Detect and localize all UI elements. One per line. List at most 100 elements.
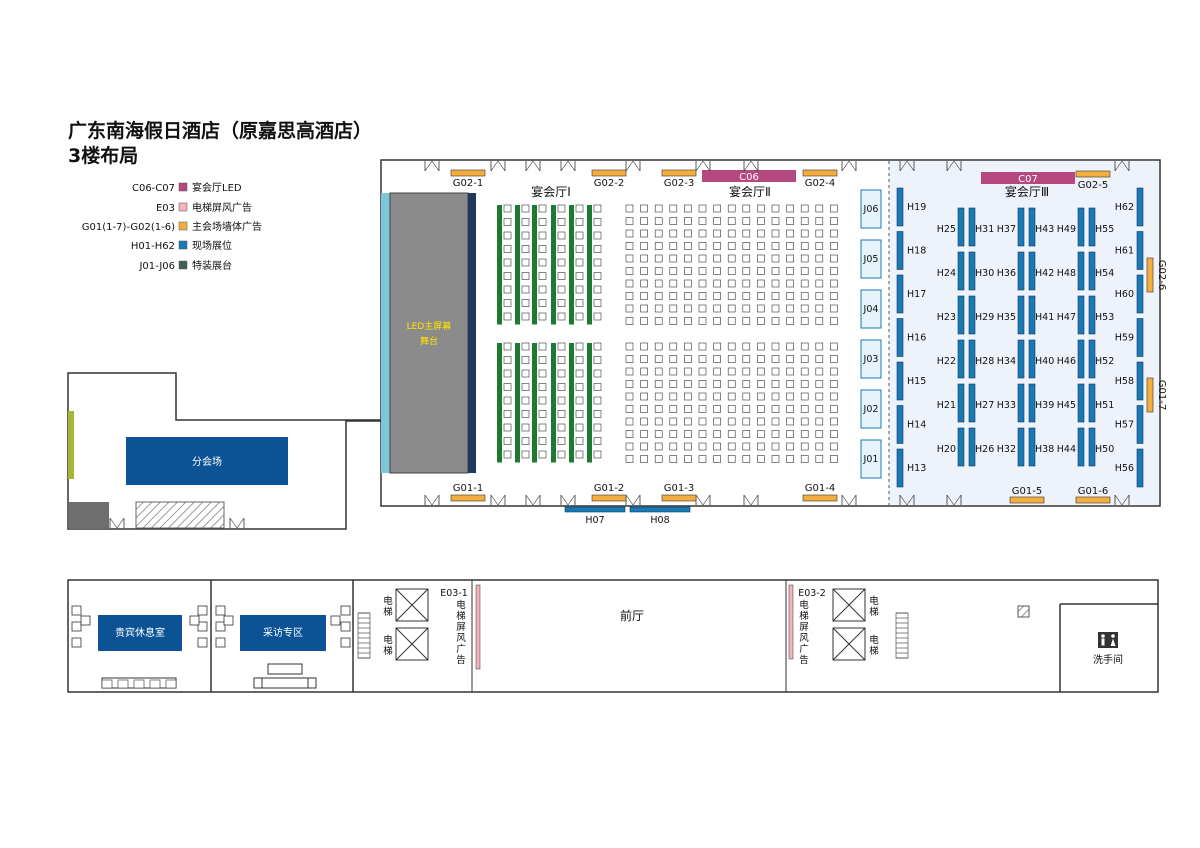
chair: [215, 621, 226, 632]
sofa-arm: [307, 677, 317, 689]
booth-H19: [896, 187, 904, 227]
seat: [742, 405, 751, 413]
door: [424, 494, 440, 506]
seat: [684, 392, 692, 401]
seat: [503, 342, 512, 351]
seat: [727, 342, 736, 351]
seat: [800, 355, 809, 363]
seat: [593, 369, 602, 378]
seat: [640, 229, 648, 238]
seat: [830, 455, 838, 463]
special-stand-label-J03: J03: [863, 354, 879, 365]
seat: [625, 392, 634, 401]
elevator-label: 梯: [383, 606, 393, 618]
seat: [503, 369, 512, 378]
booth-H53: [1088, 295, 1096, 335]
vip-room-label: 贵宾休息室: [115, 626, 165, 639]
seat: [625, 367, 634, 376]
seat: [713, 254, 721, 263]
seat: [742, 267, 751, 275]
booth-H13: [896, 448, 904, 488]
seat: [713, 304, 721, 313]
seat: [521, 312, 530, 321]
special-stand-J04: [860, 289, 882, 329]
seat: [625, 405, 634, 413]
booth-H50: [1088, 427, 1096, 467]
chair: [71, 637, 82, 648]
seat: [593, 285, 602, 294]
seat: [521, 423, 530, 432]
seat: [771, 455, 780, 463]
seat: [757, 242, 765, 250]
booth-label-H24: H24: [937, 268, 956, 279]
elevator-label: 梯: [869, 606, 879, 618]
elevator-label: 电: [383, 595, 393, 607]
door: [899, 494, 915, 506]
special-stand-label-J02: J02: [863, 404, 879, 415]
seat: [830, 367, 838, 376]
seat: [771, 292, 780, 300]
seat: [727, 254, 736, 263]
seat: [698, 229, 707, 238]
wall-ad-label-g01_2: G01-2: [594, 483, 624, 494]
booth-H08: [629, 506, 691, 513]
booth-label-H62: H62: [1115, 202, 1134, 213]
seat: [815, 229, 824, 238]
seat: [771, 442, 780, 451]
seat: [557, 437, 566, 445]
booth-H29: [968, 295, 976, 335]
booth-H59: [1136, 318, 1144, 357]
screen-ad-e03-1-text: 电: [456, 599, 466, 611]
seat: [830, 304, 838, 313]
seat: [625, 417, 634, 426]
seat: [727, 267, 736, 275]
seat: [698, 254, 707, 263]
booth-label-H19: H19: [907, 202, 926, 213]
seat: [503, 245, 512, 253]
seat: [786, 267, 794, 275]
seat: [684, 367, 692, 376]
seat: [684, 204, 692, 213]
booth-H28: [968, 339, 976, 379]
seat: [713, 392, 721, 401]
seat: [786, 442, 794, 451]
seat: [771, 254, 780, 263]
seat: [771, 430, 780, 438]
booth-label-H36: H36: [997, 268, 1016, 279]
seat: [640, 392, 648, 401]
seat: [640, 417, 648, 426]
seat: [503, 410, 512, 418]
seat-table-4: [569, 343, 574, 463]
seat: [815, 217, 824, 225]
booth-H14: [896, 405, 904, 444]
seat: [669, 204, 678, 213]
seat: [625, 304, 634, 313]
seat: [742, 455, 751, 463]
seat: [521, 299, 530, 307]
seat: [800, 455, 809, 463]
seat: [684, 342, 692, 351]
wall-ad-label-g01_4: G01-4: [805, 483, 835, 494]
wall-ad-g02_5: [1075, 170, 1111, 178]
seat: [625, 229, 634, 238]
seat: [684, 292, 692, 300]
seat: [521, 369, 530, 378]
interview-room: [240, 615, 326, 651]
screen-ad-e03-1-text: 广: [456, 643, 466, 655]
seat: [771, 304, 780, 313]
seat: [669, 342, 678, 351]
seat: [593, 218, 602, 226]
seat: [684, 442, 692, 451]
sofa-seat: [133, 679, 145, 689]
seat: [786, 229, 794, 238]
screen-ad-e03-1-text: 风: [456, 633, 466, 644]
seat: [669, 292, 678, 300]
seat: [640, 317, 648, 325]
seat-table-4: [569, 205, 574, 325]
seat: [575, 231, 584, 240]
seat-table-1: [515, 343, 520, 463]
seat: [538, 450, 547, 459]
seat: [575, 423, 584, 432]
